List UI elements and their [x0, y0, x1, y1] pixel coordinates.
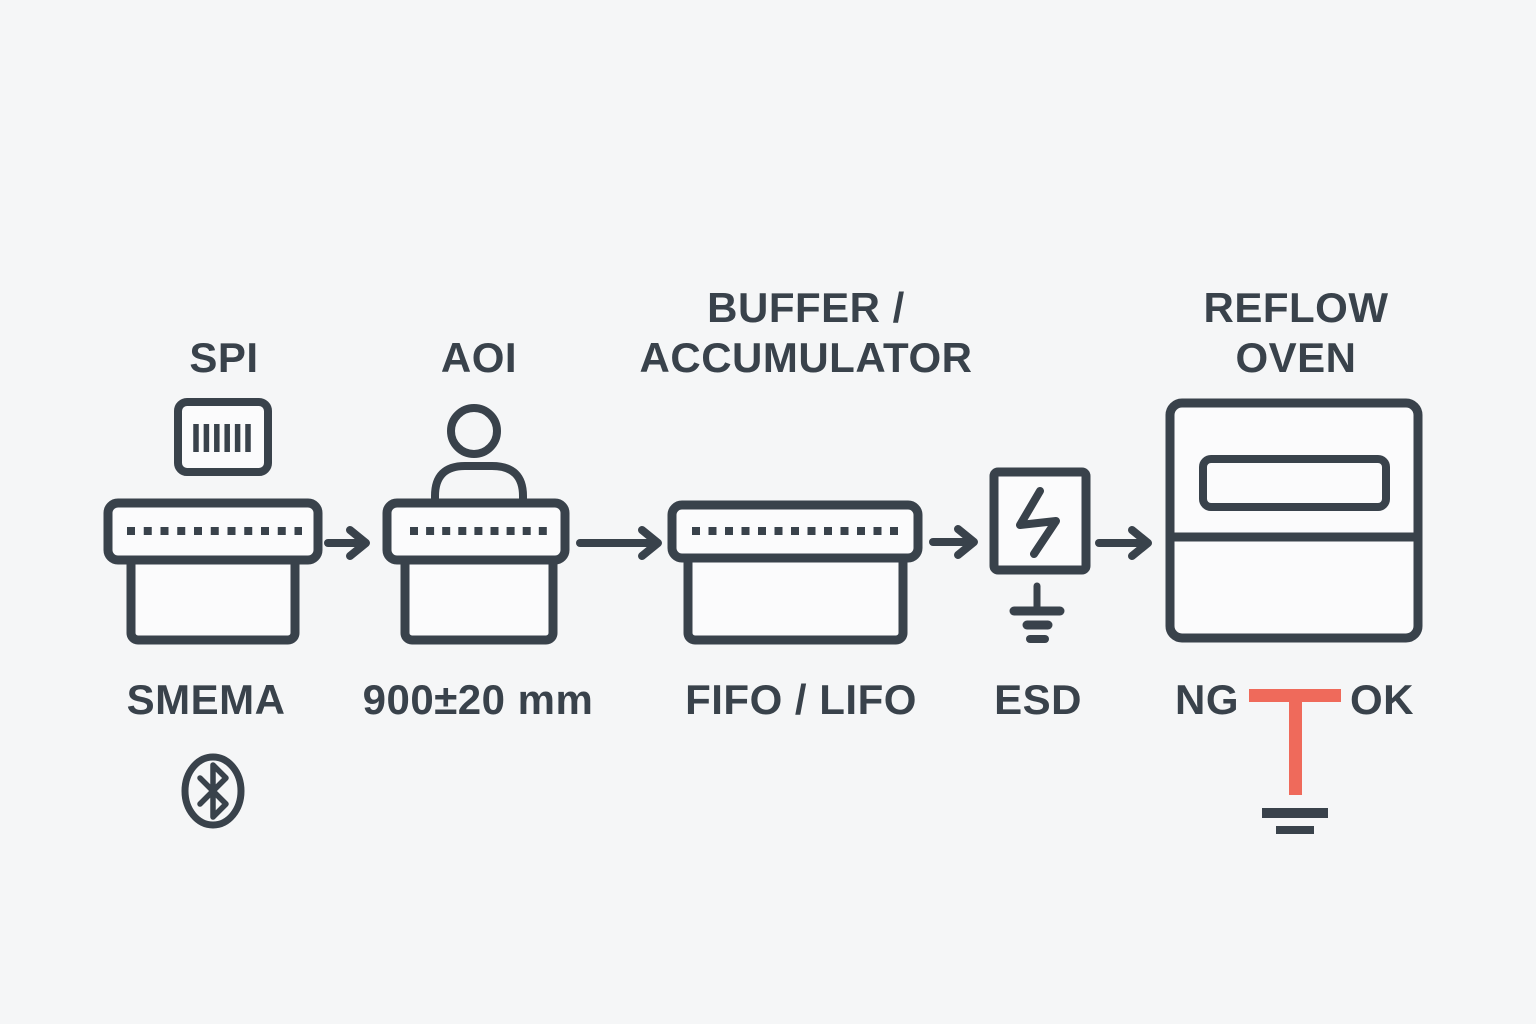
station-title-spi: SPI	[189, 334, 259, 381]
station-title-buffer: BUFFER / ACCUMULATOR	[640, 283, 973, 383]
barcode-icon	[174, 398, 272, 476]
reflow-ground-icon	[1262, 808, 1328, 834]
station-title-reflow-line1: REFLOW	[1203, 284, 1389, 331]
station-title-aoi: AOI	[440, 334, 518, 381]
station-caption-spi: SMEMA	[126, 676, 286, 723]
lightning-icon	[1016, 487, 1060, 558]
esd-ground-icon	[1009, 582, 1065, 643]
station-esd	[989, 467, 1091, 643]
oven-icon	[1165, 398, 1423, 643]
operator-icon	[431, 404, 527, 506]
flow-arrow-4	[1095, 526, 1152, 560]
station-title-reflow: REFLOW OVEN	[1204, 283, 1389, 383]
station-caption-buffer: FIFO / LIFO	[685, 676, 917, 723]
station-buffer-machine	[667, 500, 923, 645]
flow-arrow-2	[576, 526, 662, 560]
flow-arrow-3	[929, 525, 978, 559]
station-title-buffer-line1: BUFFER /	[707, 284, 905, 331]
station-caption-esd: ESD	[994, 676, 1082, 723]
station-aoi-machine	[382, 404, 570, 645]
flow-arrow-1	[324, 526, 370, 560]
result-label-ok: OK	[1350, 676, 1414, 723]
station-reflow-oven	[1165, 398, 1423, 834]
machine-body	[126, 547, 300, 645]
result-label-ng: NG	[1175, 676, 1239, 723]
station-spi-machine	[103, 398, 323, 645]
station-caption-aoi: 900±20 mm	[362, 676, 594, 723]
ng-ok-diverter-icon	[1249, 689, 1341, 795]
machine-body	[683, 545, 908, 645]
oven-window	[1199, 455, 1390, 511]
station-title-buffer-line2: ACCUMULATOR	[639, 334, 973, 381]
bluetooth-icon	[181, 753, 245, 829]
station-title-reflow-line2: OVEN	[1235, 334, 1357, 381]
